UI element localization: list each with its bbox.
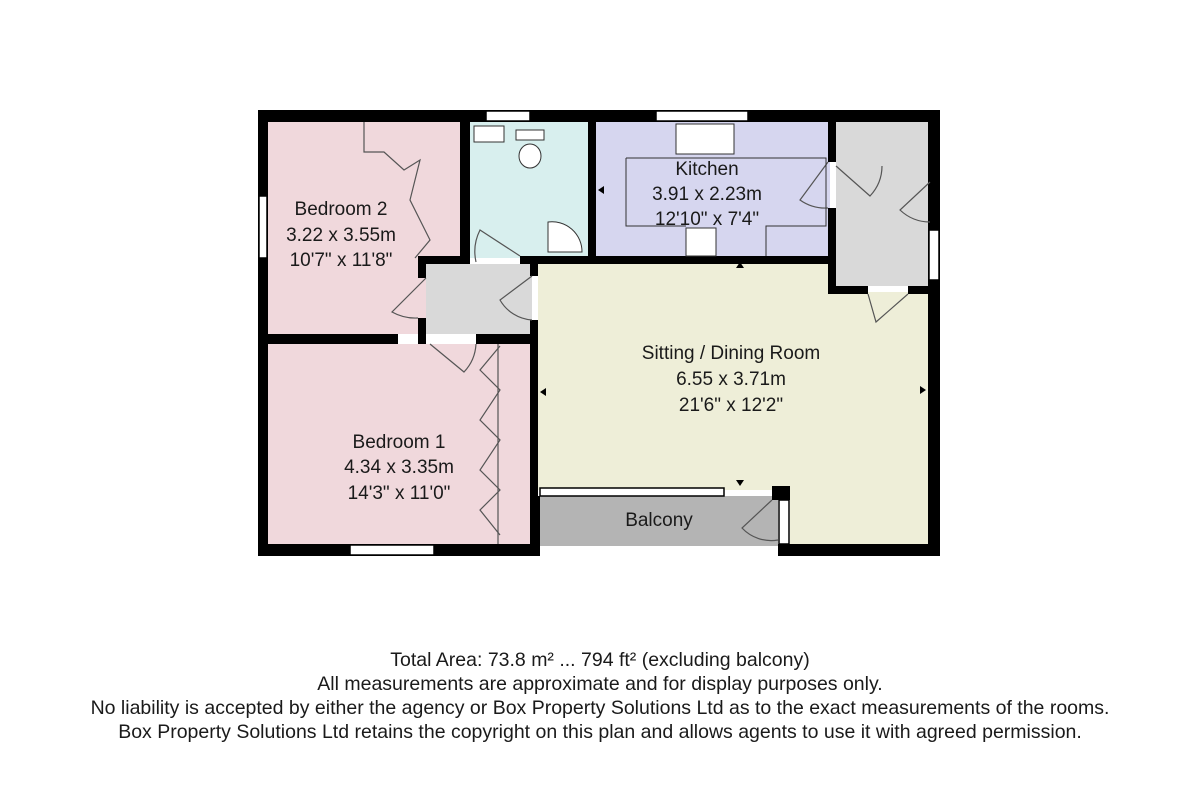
wall bbox=[258, 110, 940, 122]
bedroom-1-imperial: 14'3" x 11'0" bbox=[348, 483, 451, 504]
wall bbox=[908, 286, 930, 294]
bedroom-2-name: Bedroom 2 bbox=[295, 199, 388, 220]
door-swing bbox=[741, 499, 779, 542]
bedroom-1-metric: 4.34 x 3.35m bbox=[344, 457, 454, 478]
arrows bbox=[540, 186, 926, 486]
sitting-room-imperial: 21'6" x 12'2" bbox=[679, 395, 783, 416]
disclaimer-liability: No liability is accepted by either the a… bbox=[90, 697, 1110, 719]
entrance-lobby-area bbox=[836, 122, 930, 286]
arrow-marker bbox=[598, 186, 604, 194]
balcony-window-side bbox=[778, 499, 790, 545]
total-area-line: Total Area: 73.8 m² ... 794 ft² (excludi… bbox=[390, 649, 810, 671]
worktop bbox=[626, 157, 827, 256]
door-swing bbox=[499, 275, 533, 321]
wall bbox=[268, 334, 398, 344]
copyright-notice: Box Property Solutions Ltd retains the c… bbox=[118, 721, 1082, 743]
hallway-area bbox=[426, 264, 532, 334]
wall bbox=[530, 320, 538, 496]
window bbox=[258, 195, 268, 259]
wall bbox=[588, 122, 596, 262]
floor-plan: Bedroom 2 3.22 x 3.55m 10'7" x 11'8" Kit… bbox=[258, 110, 940, 556]
wall bbox=[828, 122, 836, 162]
toilet bbox=[518, 143, 542, 169]
door-swing bbox=[835, 165, 883, 197]
wall bbox=[418, 318, 426, 344]
wall bbox=[476, 334, 538, 344]
disclaimer-approximate: All measurements are approximate and for… bbox=[317, 673, 883, 695]
kitchen-metric: 3.91 x 2.23m bbox=[652, 184, 762, 205]
wardrobe-doors bbox=[363, 122, 431, 259]
wall bbox=[828, 208, 836, 294]
door-swing bbox=[391, 277, 427, 319]
bedroom-2-imperial: 10'7" x 11'8" bbox=[290, 250, 393, 271]
wall bbox=[418, 256, 470, 264]
arrow-marker bbox=[540, 388, 546, 396]
wall bbox=[772, 486, 790, 500]
cistern bbox=[515, 129, 545, 141]
balcony-name: Balcony bbox=[625, 510, 693, 531]
footer-notes: Total Area: 73.8 m² ... 794 ft² (excludi… bbox=[0, 648, 1200, 744]
door-swing bbox=[429, 343, 477, 373]
wall bbox=[530, 496, 540, 556]
door-swing bbox=[867, 293, 909, 324]
basin bbox=[473, 125, 505, 143]
wardrobe-doors bbox=[479, 345, 501, 536]
arrow-marker bbox=[736, 262, 744, 268]
wall bbox=[520, 256, 830, 264]
sitting-room-metric: 6.55 x 3.71m bbox=[676, 369, 786, 390]
door-swing bbox=[899, 181, 931, 223]
wall bbox=[418, 256, 426, 278]
sitting-room-name: Sitting / Dining Room bbox=[642, 343, 820, 364]
door-swing bbox=[474, 229, 521, 263]
balcony-area bbox=[540, 496, 778, 546]
kitchen-name: Kitchen bbox=[675, 159, 738, 180]
balcony-window bbox=[539, 487, 725, 497]
hob bbox=[685, 227, 717, 257]
window bbox=[349, 544, 435, 556]
sink bbox=[675, 123, 735, 155]
kitchen-imperial: 12'10" x 7'4" bbox=[655, 209, 759, 230]
shower bbox=[547, 221, 583, 253]
wall bbox=[928, 110, 940, 556]
wall bbox=[460, 122, 470, 262]
sitting-room-area bbox=[538, 264, 930, 544]
windows bbox=[258, 110, 940, 556]
worktop bbox=[625, 158, 686, 227]
wall bbox=[828, 286, 868, 294]
window bbox=[928, 229, 940, 281]
arrow-marker bbox=[736, 480, 744, 486]
walls bbox=[258, 110, 940, 556]
fixtures bbox=[473, 123, 827, 257]
arrow-marker bbox=[920, 386, 926, 394]
wall bbox=[258, 110, 268, 556]
bedroom-1-name: Bedroom 1 bbox=[353, 432, 446, 453]
bedroom-1-area bbox=[268, 344, 530, 544]
wall bbox=[530, 256, 538, 276]
window bbox=[655, 110, 749, 122]
wall bbox=[778, 544, 940, 556]
bedroom-2-metric: 3.22 x 3.55m bbox=[286, 225, 396, 246]
window bbox=[485, 110, 531, 122]
